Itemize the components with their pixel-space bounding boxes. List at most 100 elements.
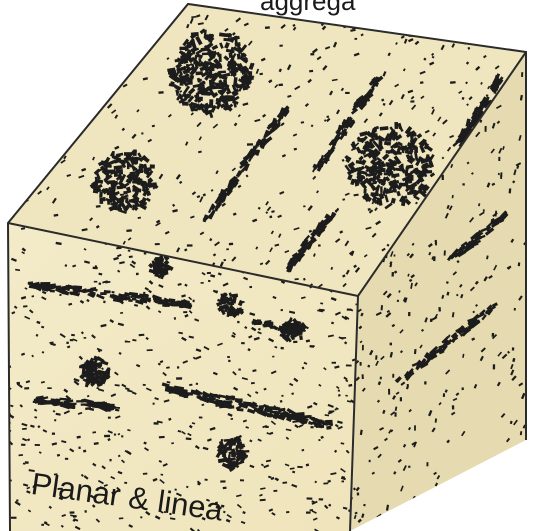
- mineral-grain: [345, 92, 350, 94]
- mineral-grain: [341, 480, 344, 482]
- mineral-grain: [32, 178, 36, 181]
- streak-grain: [144, 298, 150, 301]
- mineral-grain: [102, 12, 108, 15]
- aggregate-grain: [106, 170, 115, 174]
- mineral-grain: [73, 115, 78, 121]
- mineral-grain: [493, 364, 495, 369]
- mineral-grain: [227, 356, 230, 358]
- mineral-grain: [444, 491, 446, 494]
- mineral-grain: [23, 305, 27, 307]
- mineral-grain: [174, 317, 176, 320]
- mineral-grain: [159, 436, 165, 438]
- mineral-grain: [143, 473, 148, 475]
- mineral-grain: [95, 265, 97, 268]
- mineral-grain: [207, 272, 211, 274]
- mineral-grain: [514, 27, 517, 30]
- mineral-grain: [208, 280, 210, 282]
- mineral-grain: [125, 34, 130, 39]
- aggregate-grain: [148, 180, 151, 185]
- mineral-grain: [408, 524, 411, 527]
- mineral-grain: [137, 40, 140, 45]
- mineral-grain: [141, 10, 146, 14]
- mineral-grain: [424, 381, 427, 384]
- aggregate-grain: [394, 122, 398, 129]
- mineral-grain: [143, 292, 145, 294]
- aggregate-grain: [191, 32, 199, 37]
- mineral-grain: [273, 490, 277, 492]
- mineral-grain: [310, 426, 313, 428]
- mineral-grain: [121, 435, 123, 437]
- mineral-grain: [280, 347, 283, 350]
- mineral-grain: [39, 113, 43, 117]
- mineral-grain: [13, 184, 18, 189]
- mineral-grain: [490, 489, 493, 492]
- mineral-grain: [346, 365, 352, 367]
- mineral-grain: [410, 100, 414, 102]
- mineral-grain: [54, 419, 56, 421]
- mineral-grain: [426, 499, 430, 505]
- aggregate-grain: [114, 171, 118, 176]
- mineral-grain: [251, 382, 255, 384]
- mineral-grain: [515, 25, 520, 29]
- mineral-grain: [410, 520, 414, 523]
- aggregate-grain: [231, 56, 235, 65]
- mineral-grain: [94, 281, 98, 283]
- aggregate-grain: [198, 79, 202, 82]
- mineral-grain: [7, 140, 10, 144]
- mineral-grain: [71, 334, 75, 336]
- mineral-grain: [400, 397, 402, 401]
- mineral-grain: [112, 291, 115, 293]
- aggregate-grain: [109, 193, 113, 198]
- mineral-grain: [371, 521, 374, 525]
- mineral-grain: [444, 250, 446, 255]
- mineral-grain: [303, 205, 305, 207]
- mineral-grain: [398, 516, 404, 521]
- streak-grain: [326, 426, 331, 430]
- mineral-grain: [470, 28, 473, 30]
- aggregate-grain: [210, 64, 217, 67]
- mineral-grain: [228, 360, 231, 362]
- mineral-grain: [307, 497, 313, 499]
- mineral-grain: [82, 6, 86, 11]
- aggregate-grain: [189, 76, 192, 85]
- mineral-grain: [443, 393, 445, 397]
- mineral-grain: [514, 308, 516, 311]
- mineral-grain: [24, 159, 26, 162]
- mineral-grain: [78, 447, 80, 449]
- mineral-grain: [469, 504, 474, 508]
- mineral-grain: [496, 24, 499, 27]
- mineral-grain: [158, 91, 163, 94]
- mineral-grain: [70, 74, 73, 76]
- aggregate-grain: [247, 77, 254, 80]
- mineral-grain: [510, 508, 516, 513]
- aggregate-grain: [378, 164, 385, 167]
- mineral-grain: [445, 34, 450, 37]
- mineral-grain: [187, 244, 193, 246]
- mineral-grain: [414, 425, 416, 430]
- aggregate-grain: [107, 180, 115, 184]
- mineral-grain: [84, 337, 87, 339]
- mineral-grain: [363, 504, 365, 506]
- mineral-grain: [78, 83, 84, 87]
- mineral-grain: [318, 439, 320, 441]
- mineral-grain: [453, 13, 457, 19]
- mineral-grain: [7, 67, 12, 71]
- mineral-grain: [493, 521, 497, 526]
- aggregate-grain: [356, 160, 363, 164]
- mineral-grain: [114, 434, 116, 436]
- mineral-grain: [237, 321, 240, 324]
- mineral-grain: [9, 7, 12, 10]
- streak-grain: [274, 412, 279, 416]
- mineral-grain: [375, 10, 378, 13]
- streak-grain: [304, 415, 311, 418]
- mineral-grain: [103, 301, 106, 304]
- mineral-grain: [394, 21, 398, 24]
- aggregate-grain: [154, 182, 157, 187]
- mineral-grain: [141, 132, 143, 134]
- mineral-grain: [320, 2, 325, 7]
- mineral-grain: [452, 11, 458, 16]
- mineral-grain: [155, 243, 160, 245]
- mineral-grain: [494, 511, 498, 515]
- mineral-grain: [98, 77, 104, 82]
